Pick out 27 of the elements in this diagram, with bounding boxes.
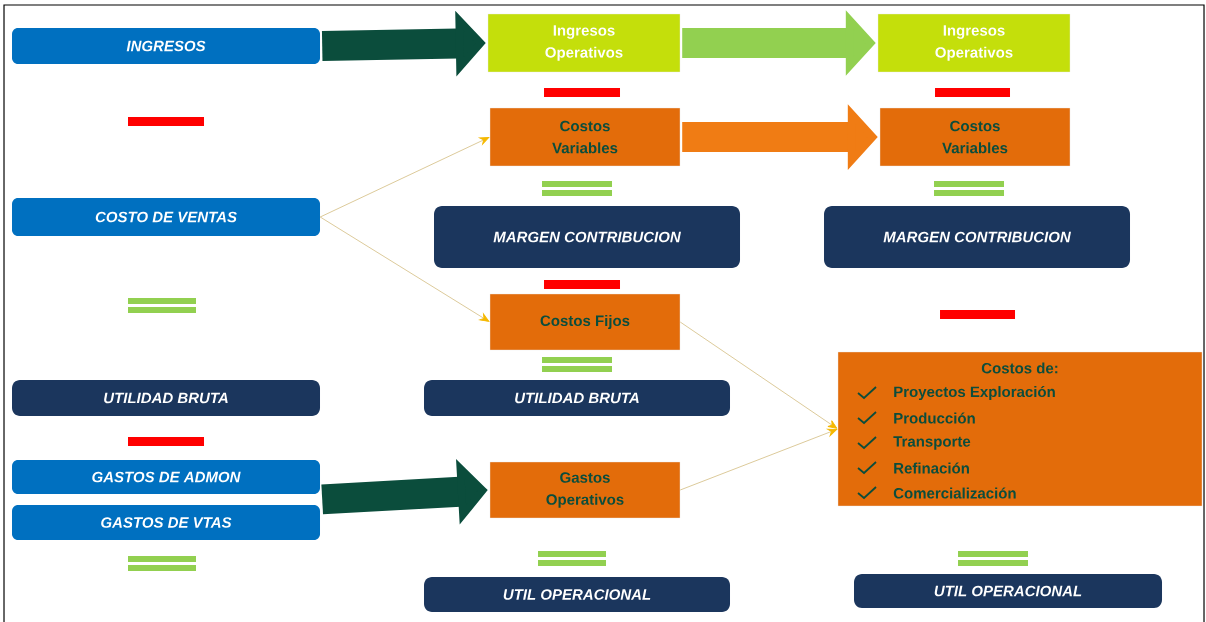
cost-box: Costos Fijos [489,293,681,351]
income-box: Ingresos Operativos [877,13,1071,73]
label-box: GASTOS DE ADMON [12,460,320,494]
result-box: UTILIDAD BRUTA [424,380,730,416]
list-item: Comercialización [893,487,1016,499]
income-box: Ingresos Operativos [487,13,681,73]
list-item: Transporte [893,436,971,450]
cost-box: Gastos Operativos [489,461,681,519]
cost-box: Costos Variables [879,107,1071,167]
result-box: MARGEN CONTRIBUCION [824,206,1130,268]
list-item: Refinación [894,462,969,474]
label-box: COSTO DE VENTAS [12,198,320,236]
arrow [679,321,838,429]
result-box: MARGEN CONTRIBUCION [434,206,740,268]
arrow [319,137,490,218]
result-box: UTIL OPERACIONAL [424,577,730,612]
list-item: Proyectos Exploración [894,385,1055,401]
list-heading: Costos de: [981,362,1058,374]
label-box: INGRESOS [12,28,320,64]
result-box: UTILIDAD BRUTA [12,380,320,416]
result-box: UTIL OPERACIONAL [854,574,1162,608]
cost-box: Costos Variables [489,107,681,167]
cost-list-box [837,351,1203,507]
arrow [319,216,490,322]
arrow [679,428,838,491]
list-item: Producción [894,412,975,424]
label-box: GASTOS DE VTAS [12,505,320,540]
